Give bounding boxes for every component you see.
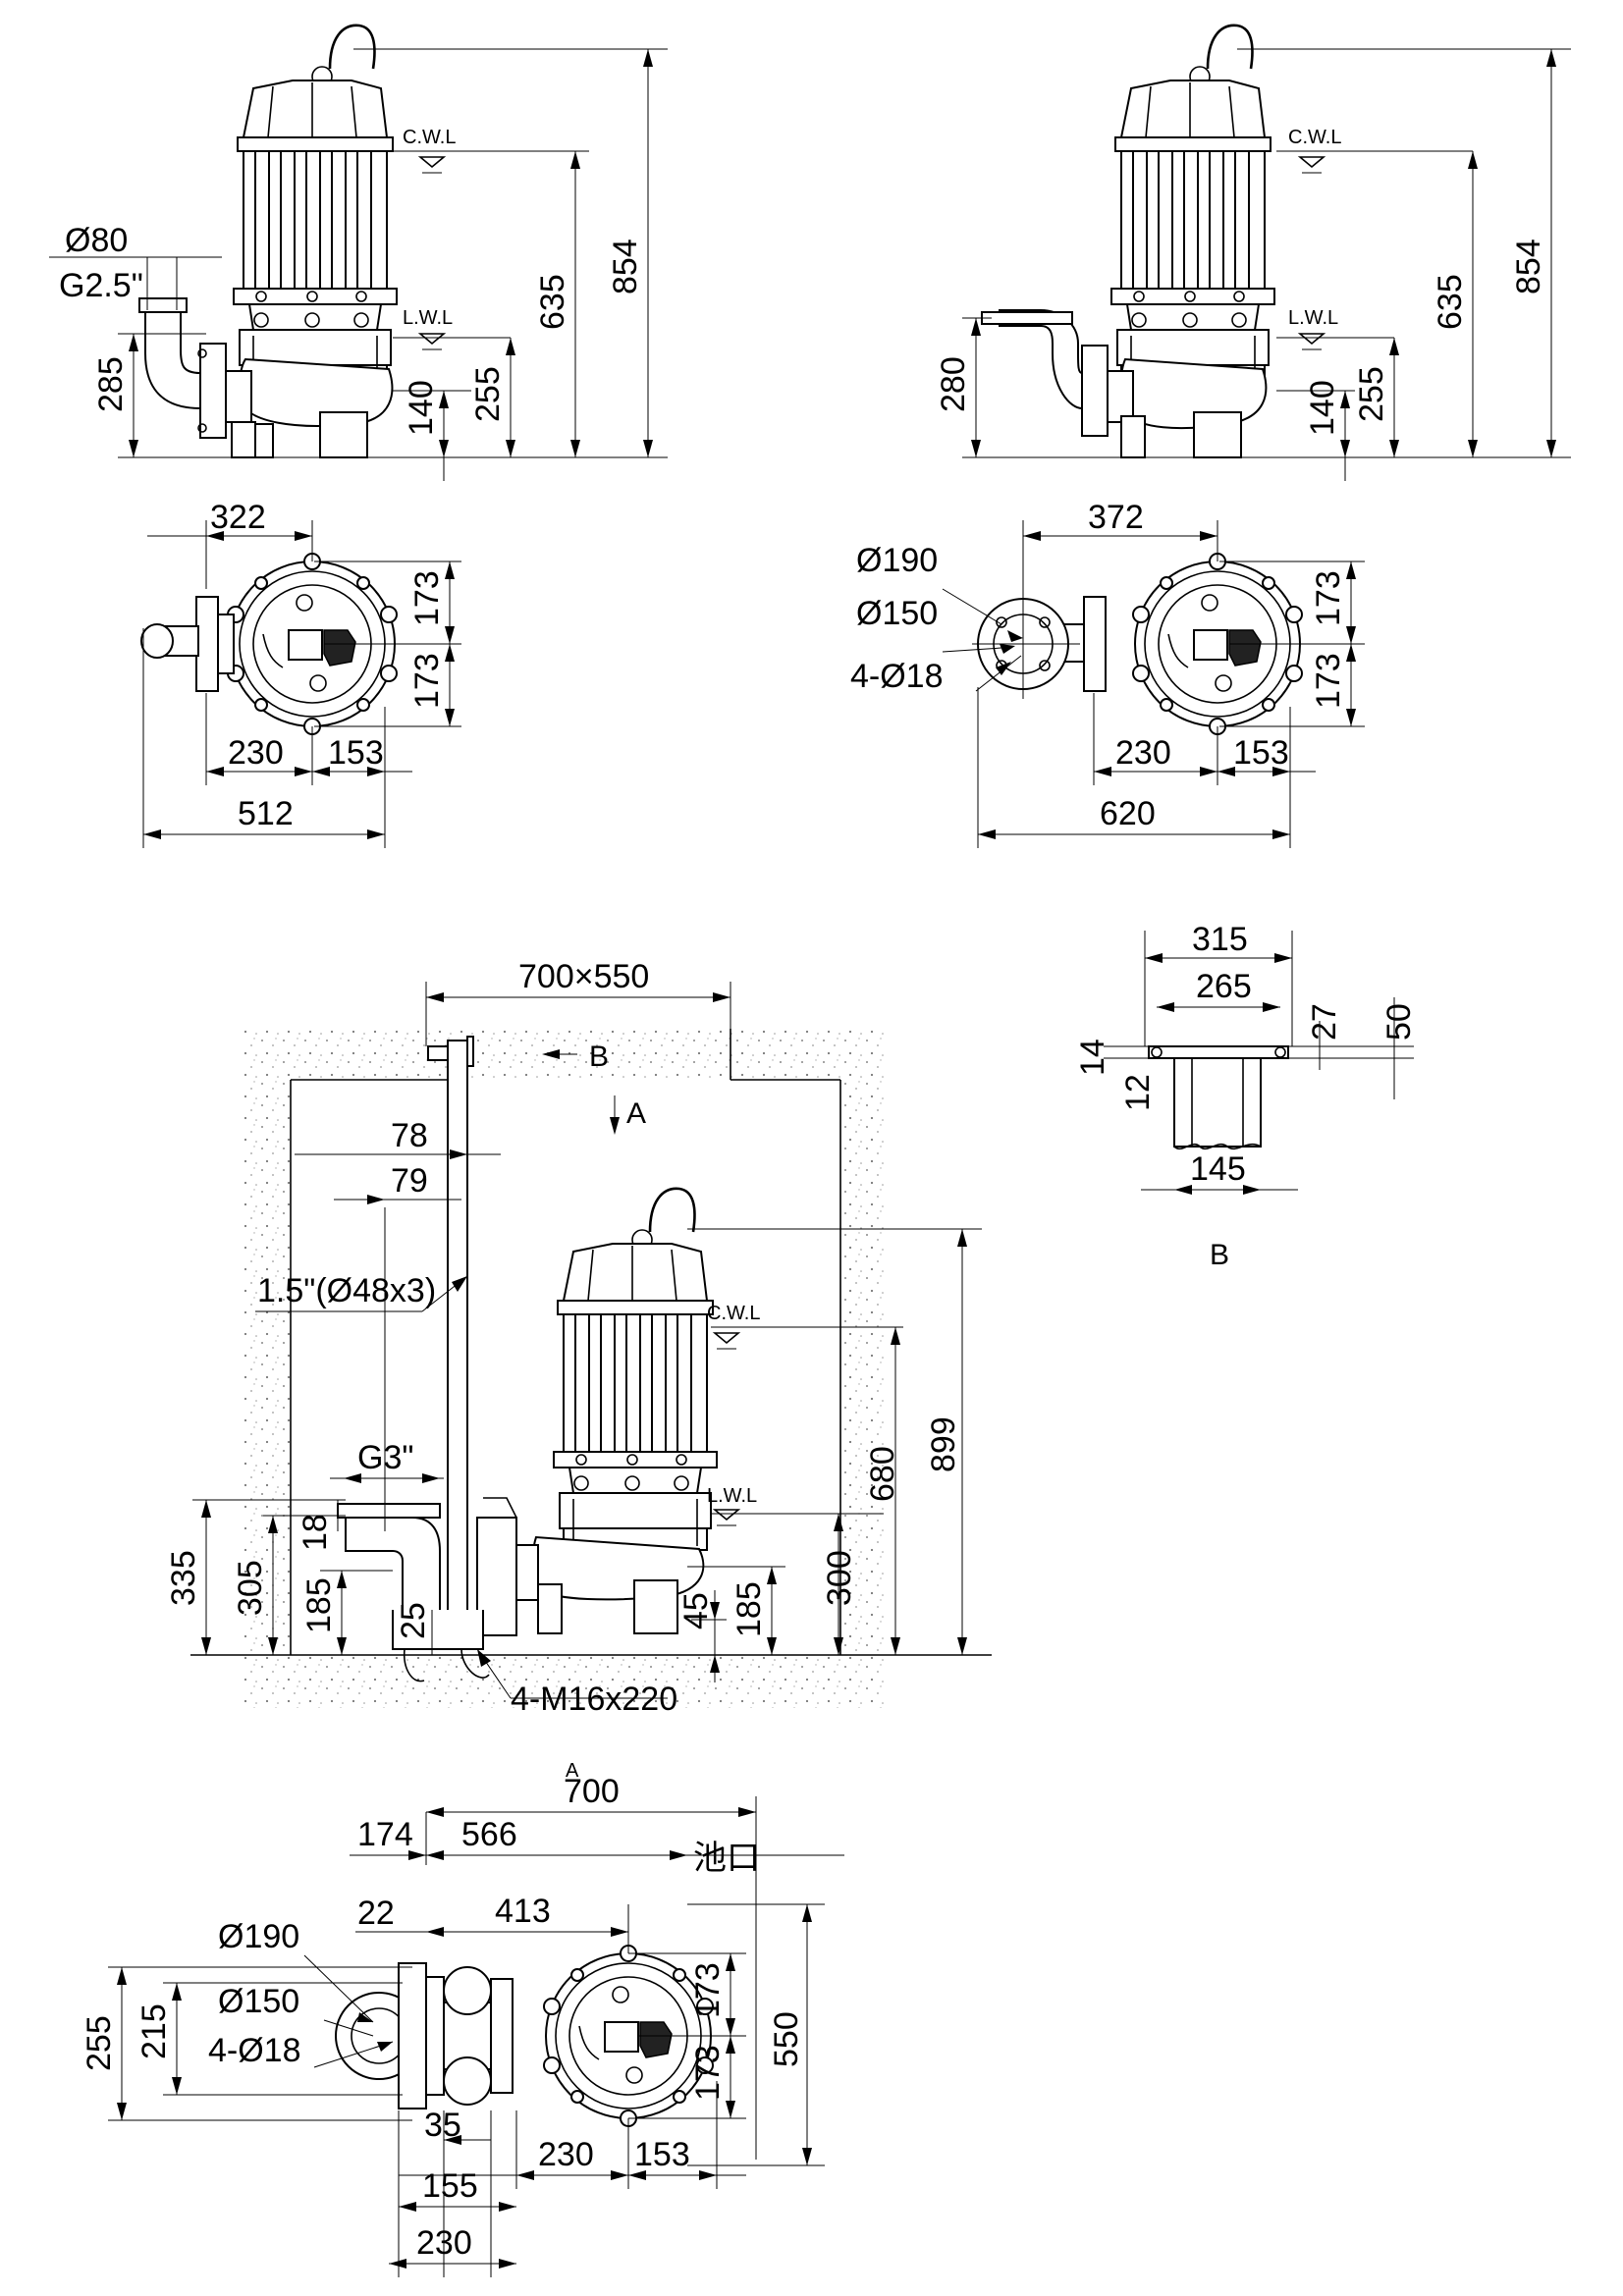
dim-140: 140 — [403, 380, 440, 436]
dim-bolts: 4-Ø18 — [208, 2032, 301, 2069]
dim-50: 50 — [1380, 1003, 1418, 1041]
marker-b: B — [589, 1041, 609, 1073]
dim-335: 335 — [165, 1550, 202, 1606]
dim-173-b: 173 — [408, 653, 446, 709]
dim-305: 305 — [232, 1560, 269, 1616]
dim-173-a: 173 — [1310, 570, 1347, 626]
dim-g3: G3" — [357, 1439, 413, 1476]
dim-79: 79 — [391, 1162, 428, 1200]
dim-153: 153 — [634, 2136, 690, 2173]
dim-pipe-thread: G2.5" — [59, 267, 143, 304]
dim-322: 322 — [210, 499, 266, 536]
dim-413: 413 — [495, 1893, 551, 1930]
plan-view-1: 322 173 173 230 153 512 — [140, 499, 461, 848]
dim-145: 145 — [1190, 1150, 1246, 1188]
view-a: A 700 174 566 池口 22 413 Ø190 Ø150 4-Ø18 — [81, 1760, 844, 2277]
dim-45: 45 — [677, 1592, 715, 1629]
dim-pipe-dia: Ø80 — [65, 222, 128, 259]
dim-173-b: 173 — [689, 2045, 727, 2101]
dim-255: 255 — [1353, 366, 1390, 422]
dim-14: 14 — [1074, 1039, 1111, 1076]
cwl-label: C.W.L — [707, 1303, 760, 1324]
dim-174: 174 — [357, 1816, 413, 1853]
dim-27: 27 — [1306, 1003, 1343, 1041]
dim-155: 155 — [422, 2167, 478, 2205]
dim-566: 566 — [461, 1816, 517, 1853]
detail-b-label: B — [1210, 1239, 1229, 1271]
side-view-1: C.W.L L.W.L 854 635 255 140 285 Ø80 G2.5… — [49, 24, 668, 481]
dim-215: 215 — [135, 2003, 173, 2059]
dim-899: 899 — [925, 1416, 962, 1472]
dim-700: 700 — [564, 1773, 620, 1810]
dim-230-b: 230 — [416, 2224, 472, 2262]
dim-173-a: 173 — [689, 1962, 727, 2018]
dim-anchor: 4-M16x220 — [511, 1681, 677, 1718]
dim-300: 300 — [821, 1550, 858, 1606]
dim-35: 35 — [424, 2107, 461, 2144]
dim-550: 550 — [768, 2011, 805, 2067]
dim-25: 25 — [395, 1602, 432, 1639]
dim-173-a: 173 — [408, 570, 446, 626]
lwl-label: L.W.L — [1288, 307, 1338, 329]
side-view-2: C.W.L L.W.L 854 635 255 140 280 — [935, 24, 1571, 481]
dim-315: 315 — [1192, 921, 1248, 958]
dim-bolts: 4-Ø18 — [850, 658, 944, 695]
dim-280: 280 — [935, 356, 972, 412]
dim-620: 620 — [1100, 795, 1156, 832]
dim-22: 22 — [357, 1895, 395, 1932]
dim-140: 140 — [1304, 380, 1341, 436]
dim-230-a: 230 — [538, 2136, 594, 2173]
dim-285: 285 — [92, 356, 130, 412]
dim-pit: 700×550 — [518, 958, 649, 995]
plan-view-2: Ø190 Ø150 4-Ø18 372 173 173 230 153 620 — [850, 499, 1365, 848]
dim-12: 12 — [1119, 1074, 1157, 1111]
dim-185-b: 185 — [730, 1581, 768, 1637]
marker-a: A — [626, 1097, 646, 1130]
dim-635: 635 — [1432, 274, 1469, 330]
dim-18: 18 — [297, 1514, 334, 1551]
dim-255: 255 — [469, 366, 507, 422]
dim-78: 78 — [391, 1117, 428, 1154]
view-a-label: A — [566, 1760, 579, 1782]
detail-b: 315 265 14 12 27 50 145 B — [1074, 921, 1418, 1271]
lwl-label: L.W.L — [403, 307, 453, 329]
dim-flange-pcd: Ø150 — [218, 1983, 299, 2020]
dim-153: 153 — [328, 734, 384, 772]
dim-230: 230 — [228, 734, 284, 772]
dim-635: 635 — [534, 274, 571, 330]
cwl-label: C.W.L — [403, 127, 456, 148]
dim-854: 854 — [1510, 239, 1547, 294]
cwl-label: C.W.L — [1288, 127, 1341, 148]
dim-173-b: 173 — [1310, 653, 1347, 709]
dim-flange-pcd: Ø150 — [856, 595, 938, 632]
installation-view: C.W.L L.W.L 700×550 B A 78 79 1.5"(Ø48x3… — [165, 958, 992, 1718]
dim-372: 372 — [1088, 499, 1144, 536]
dim-guide: 1.5"(Ø48x3) — [257, 1272, 436, 1309]
lwl-label: L.W.L — [707, 1485, 757, 1507]
dim-265: 265 — [1196, 968, 1252, 1005]
dim-185-a: 185 — [300, 1577, 338, 1633]
dim-255: 255 — [81, 2015, 118, 2071]
dim-512: 512 — [238, 795, 294, 832]
pit-edge-label: 池口 — [693, 1840, 760, 1877]
dim-680: 680 — [864, 1446, 901, 1502]
dim-153: 153 — [1233, 734, 1289, 772]
dim-854: 854 — [607, 239, 644, 294]
dim-230: 230 — [1115, 734, 1171, 772]
dim-flange-outer: Ø190 — [218, 1918, 299, 1955]
dim-flange-outer: Ø190 — [856, 542, 938, 579]
